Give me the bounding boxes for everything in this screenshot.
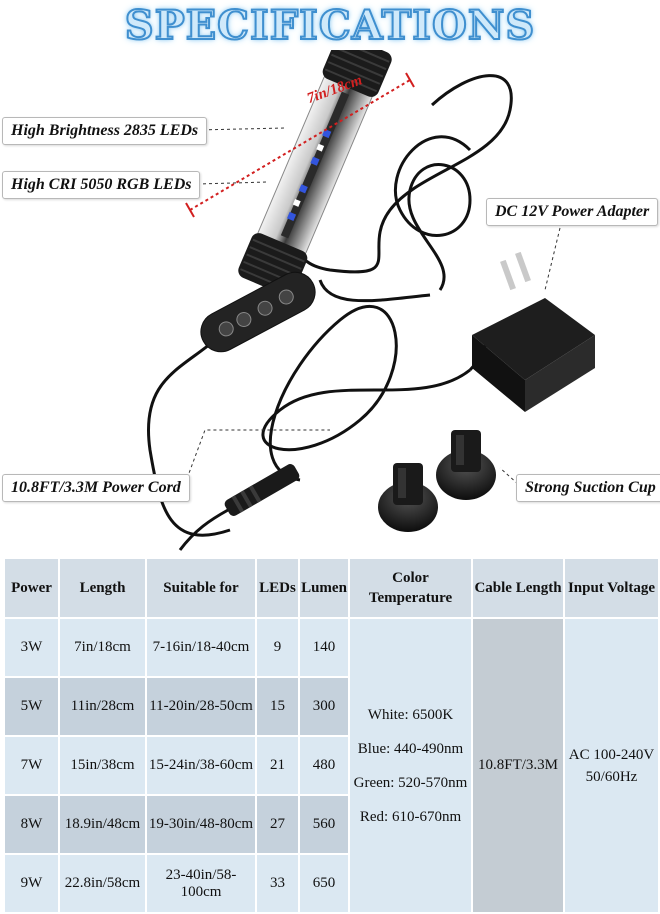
- led-tube: [238, 50, 392, 296]
- cell-leds: 27: [255, 794, 300, 855]
- header-suitable-for: Suitable for: [145, 557, 257, 619]
- color-temp-white: White: 6500K: [367, 706, 454, 723]
- callout-2835-leds: High Brightness 2835 LEDs: [2, 117, 208, 145]
- suction-cup-2: [436, 430, 496, 500]
- cell-suitable: 19-30in/48-80cm: [145, 794, 257, 855]
- leader-cord: [184, 429, 330, 485]
- power-adapter: [472, 251, 595, 412]
- table-header-row: Power Length Suitable for LEDs Lumen Col…: [3, 557, 660, 619]
- cell-power: 5W: [3, 676, 60, 737]
- leader-5050: [196, 181, 269, 185]
- header-length: Length: [58, 557, 147, 619]
- cell-suitable: 23-40in/58-100cm: [145, 853, 257, 914]
- input-voltage-range: AC 100-240V: [568, 746, 655, 763]
- cable-coil: [393, 135, 472, 291]
- leader-adapter: [544, 227, 561, 291]
- remote-controller: [200, 271, 316, 353]
- color-temp-blue: Blue: 440-490nm: [357, 740, 464, 757]
- table-row: 5W 11in/28cm 11-20in/28-50cm 15 300: [3, 676, 659, 737]
- cell-lumen: 480: [298, 735, 350, 796]
- leader-2835: [196, 127, 286, 131]
- cable-coil-2: [318, 279, 431, 303]
- cell-suitable: 11-20in/28-50cm: [145, 676, 257, 737]
- cell-length: 7in/18cm: [58, 617, 147, 678]
- spec-table: Power Length Suitable for LEDs Lumen Col…: [3, 557, 660, 914]
- cell-cable-length: 10.8FT/3.3M: [471, 617, 565, 914]
- input-voltage-frequency: 50/60Hz: [585, 768, 638, 785]
- cell-length: 22.8in/58cm: [58, 853, 147, 914]
- cell-power: 9W: [3, 853, 60, 914]
- cell-power: 8W: [3, 794, 60, 855]
- leader-suction: [499, 467, 519, 485]
- cell-input-voltage: AC 100-240V 50/60Hz: [563, 617, 660, 914]
- cell-lumen: 300: [298, 676, 350, 737]
- header-power: Power: [3, 557, 60, 619]
- callout-5050-leds: High CRI 5050 RGB LEDs: [2, 171, 201, 199]
- cell-leds: 21: [255, 735, 300, 796]
- cell-length: 15in/38cm: [58, 735, 147, 796]
- cell-power: 3W: [3, 617, 60, 678]
- cord-connector: [224, 464, 300, 516]
- cell-lumen: 650: [298, 853, 350, 914]
- cell-suitable: 7-16in/18-40cm: [145, 617, 257, 678]
- callout-power-cord: 10.8FT/3.3M Power Cord: [2, 474, 190, 502]
- suction-cup-1: [378, 463, 438, 532]
- cell-lumen: 560: [298, 794, 350, 855]
- cell-suitable: 15-24in/38-60cm: [145, 735, 257, 796]
- header-color-temperature: Color Temperature: [348, 557, 473, 619]
- callout-power-adapter: DC 12V Power Adapter: [486, 198, 659, 226]
- color-temp-red: Red: 610-670nm: [359, 808, 462, 825]
- page-title: SPECIFICATIONS: [124, 1, 536, 50]
- header-input-voltage: Input Voltage: [563, 557, 660, 619]
- light-cable: [298, 74, 513, 274]
- cell-leds: 9: [255, 617, 300, 678]
- power-cord-loop: [261, 304, 471, 482]
- header-leds: LEDs: [255, 557, 300, 619]
- cell-length: 11in/28cm: [58, 676, 147, 737]
- table-row: 8W 18.9in/48cm 19-30in/48-80cm 27 560: [3, 794, 659, 855]
- header-lumen: Lumen: [298, 557, 350, 619]
- product-illustration: [147, 50, 595, 551]
- cell-power: 7W: [3, 735, 60, 796]
- cell-color-temperature: White: 6500K Blue: 440-490nm Green: 520-…: [348, 617, 473, 914]
- cell-lumen: 140: [298, 617, 350, 678]
- table-row: 3W 7in/18cm 7-16in/18-40cm 9 140 White: …: [3, 617, 660, 914]
- controller-cable: [147, 338, 231, 537]
- color-temp-green: Green: 520-570nm: [353, 774, 468, 791]
- cell-leds: 33: [255, 853, 300, 914]
- dimension-line: [185, 72, 415, 218]
- header-cable-length: Cable Length: [471, 557, 565, 619]
- table-row: 7W 15in/38cm 15-24in/38-60cm 21 480: [3, 735, 659, 796]
- cell-leds: 15: [255, 676, 300, 737]
- cell-length: 18.9in/48cm: [58, 794, 147, 855]
- callout-suction-cup: Strong Suction Cup: [516, 474, 660, 502]
